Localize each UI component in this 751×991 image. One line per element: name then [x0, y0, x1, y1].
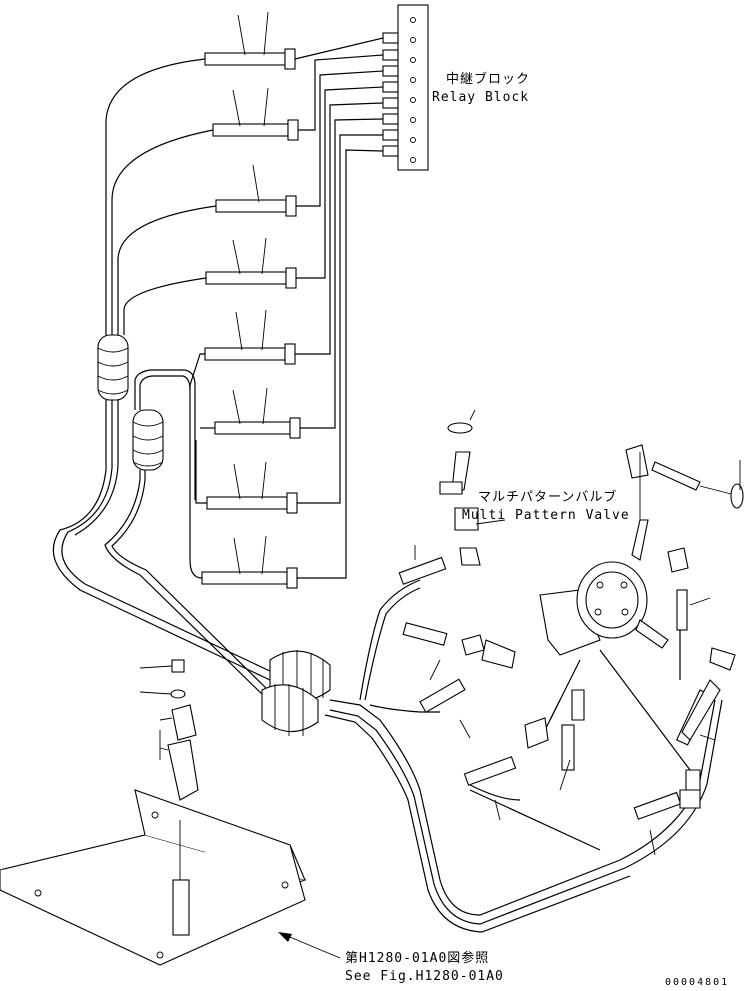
- reference-label-en: See Fig.H1280-01A0: [345, 969, 504, 984]
- multi-pattern-valve-label-en: Multi Pattern Valve: [462, 508, 630, 523]
- bracket-plate: [0, 659, 307, 966]
- drawing-number: 00004801: [665, 977, 730, 988]
- reference-label-jp: 第H1280-01A0図参照: [345, 951, 490, 966]
- multi-pattern-valve: [539, 519, 669, 656]
- relay-block-label-en: Relay Block: [432, 90, 530, 105]
- relay-block: [397, 4, 429, 171]
- spiral-guards: [97, 334, 331, 736]
- hose-runs: [52, 37, 723, 933]
- reference-arrow: [278, 519, 506, 959]
- relay-block-label-jp: 中継ブロック: [446, 72, 531, 87]
- relay-block-fittings: [382, 32, 399, 157]
- valve-fittings: [398, 409, 744, 856]
- hose-fittings-column: [201, 11, 301, 589]
- multi-pattern-valve-label-jp: マルチパターンバルブ: [478, 490, 618, 505]
